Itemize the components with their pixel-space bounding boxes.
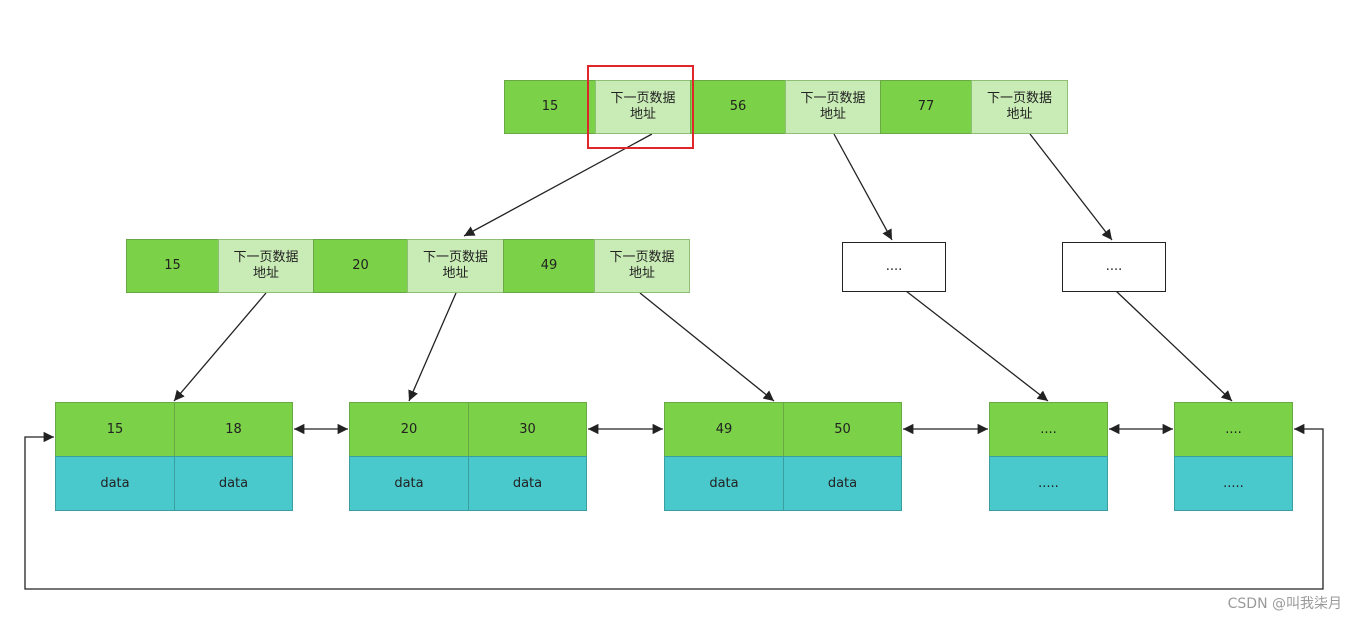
arrow-placeholder-2-to-leaf-5 bbox=[1115, 290, 1233, 402]
root-key-1: 15 bbox=[504, 80, 596, 134]
arrow-root-to-placeholder-2 bbox=[1029, 133, 1113, 241]
leaf-4-data: ..... bbox=[989, 456, 1108, 511]
leaf-1-data-1: data bbox=[55, 456, 175, 511]
root-pointer-3: 下一页数据地址 bbox=[971, 80, 1068, 134]
leaf-2-key-1: 20 bbox=[349, 402, 469, 457]
root-key-2: 56 bbox=[690, 80, 786, 134]
middle-pointer-1: 下一页数据地址 bbox=[218, 239, 314, 293]
middle-key-2: 20 bbox=[313, 239, 408, 293]
arrow-middle-to-leaf-3 bbox=[639, 292, 775, 402]
placeholder-node-2: .... bbox=[1062, 242, 1166, 292]
leaf-3-key-2: 50 bbox=[783, 402, 902, 457]
middle-pointer-3: 下一页数据地址 bbox=[594, 239, 690, 293]
middle-key-1: 15 bbox=[126, 239, 219, 293]
arrow-middle-to-leaf-2 bbox=[408, 292, 457, 402]
highlight-box bbox=[587, 65, 694, 149]
leaf-3-data-1: data bbox=[664, 456, 784, 511]
leaf-4-key: .... bbox=[989, 402, 1108, 457]
leaf-5-key: .... bbox=[1174, 402, 1293, 457]
root-key-3: 77 bbox=[880, 80, 972, 134]
placeholder-node-1: .... bbox=[842, 242, 946, 292]
arrow-root-to-placeholder-1 bbox=[833, 133, 893, 241]
arrow-root-to-middle bbox=[463, 133, 653, 237]
wraparound-link bbox=[24, 423, 1324, 590]
leaf-2-data-1: data bbox=[349, 456, 469, 511]
leaf-2-key-2: 30 bbox=[468, 402, 587, 457]
middle-pointer-2: 下一页数据地址 bbox=[407, 239, 504, 293]
arrow-middle-to-leaf-1 bbox=[173, 292, 267, 402]
leaf-5-data: ..... bbox=[1174, 456, 1293, 511]
middle-key-3: 49 bbox=[503, 239, 595, 293]
leaf-1-key-2: 18 bbox=[174, 402, 293, 457]
leaf-2-data-2: data bbox=[468, 456, 587, 511]
leaf-3-data-2: data bbox=[783, 456, 902, 511]
root-pointer-2: 下一页数据地址 bbox=[785, 80, 881, 134]
leaf-3-key-1: 49 bbox=[664, 402, 784, 457]
leaf-1-data-2: data bbox=[174, 456, 293, 511]
watermark: CSDN @叫我柒月 bbox=[1227, 596, 1342, 612]
leaf-1-key-1: 15 bbox=[55, 402, 175, 457]
arrow-placeholder-1-to-leaf-4 bbox=[905, 290, 1049, 402]
